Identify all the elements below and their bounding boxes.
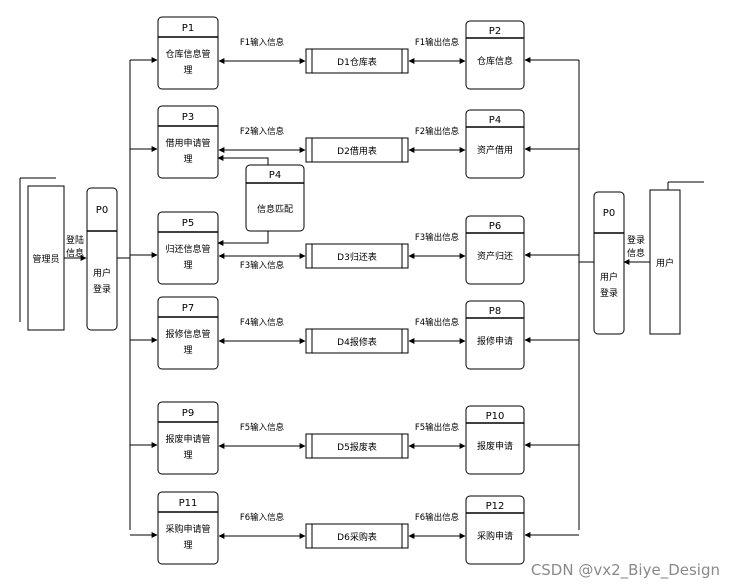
left-process-label-1: 采购申请管 [165,523,210,535]
right-trunk [578,60,594,530]
user-entity: 用户 [649,181,704,335]
input-flow-label: F4输入信息 [240,317,285,328]
right-process-id: P8 [489,306,501,317]
left-process-label-2: 理 [183,345,192,356]
left-process-id: P11 [179,498,198,509]
right-process-label: 报修申请 [477,335,513,347]
match-process-id: P4 [269,170,281,181]
left-process-label-1: 借用申请管 [165,137,210,149]
right-process: P2 仓库信息 [465,20,525,90]
right-login-id: P0 [603,208,615,219]
input-flow-label: F2输入信息 [240,126,285,137]
user-login-flow-label-1: 登录 [627,235,645,246]
right-process: P6 资产归还 [465,215,525,285]
user-login-flow-label-2: 信息 [627,247,645,259]
left-process-label-2: 理 [183,65,192,76]
right-process-id: P10 [486,411,505,422]
output-flow-label: F5输出信息 [415,422,460,433]
left-process-id: P7 [182,303,194,314]
left-process-id: P1 [182,23,194,34]
left-login-line1: 用户 [93,267,111,279]
right-login-line1: 用户 [600,271,618,283]
right-process-label: 资产借用 [477,144,513,156]
data-store-label: D6采购表 [337,531,377,543]
left-process-label-1: 归还信息管 [165,243,210,255]
data-store-label: D4报修表 [337,336,377,348]
right-process-id: P4 [489,115,501,126]
data-store: D5报废表 [305,433,409,459]
admin-login-flow-label-1: 登陆 [66,234,84,246]
data-store: D3归还表 [305,243,409,269]
output-flow-label: F4输出信息 [415,317,460,328]
right-process-label: 采购申请 [477,530,513,542]
left-process-label-1: 仓库信息管 [165,48,210,60]
left-trunk [117,60,131,530]
data-store: D1仓库表 [305,48,409,74]
right-process: P8 报修申请 [465,300,525,370]
left-login-id: P0 [96,205,108,216]
right-process: P10 报废申请 [465,405,525,475]
data-store: D2借用表 [305,137,409,163]
left-process-label-2: 理 [183,450,192,461]
data-store: D4报修表 [305,328,409,354]
data-store-label: D2借用表 [337,145,377,157]
admin-login-flow: 登陆 信息 [64,234,87,261]
right-login-line2: 登录 [600,288,618,299]
admin-entity: 管理员 [19,177,65,331]
data-store-label: D3归还表 [337,251,377,263]
output-flow-label: F6输出信息 [415,512,460,523]
left-process-label-2: 理 [183,540,192,551]
right-process-id: P2 [489,26,501,37]
left-process-id: P9 [182,408,194,419]
match-process: P4 信息匹配 [217,155,305,246]
admin-label: 管理员 [32,253,59,265]
right-process-id: P6 [489,221,501,232]
input-flow-label: F1输入信息 [240,37,285,48]
right-process-label: 报废申请 [477,440,513,452]
input-flow-label: F3输入信息 [240,260,285,271]
left-process-label-2: 理 [183,154,192,165]
left-process-id: P5 [182,218,194,229]
output-flow-label: F3输出信息 [415,232,460,243]
data-store: D6采购表 [305,523,409,549]
left-process-id: P3 [182,112,194,123]
left-login-line2: 登录 [93,284,111,295]
input-flow-label: F6输入信息 [240,512,285,523]
data-store-label: D5报废表 [337,441,377,453]
right-process: P4 资产借用 [465,109,525,179]
user-label: 用户 [656,257,674,269]
output-flow-label: F2输出信息 [415,126,460,137]
right-process-label: 资产归还 [477,250,513,262]
left-process-label-2: 理 [183,260,192,271]
right-process: P12 采购申请 [465,495,525,565]
left-process-label-1: 报修信息管 [165,328,210,340]
right-process-id: P12 [486,501,505,512]
left-login-process: P0 用户 登录 [86,187,118,331]
data-store-label: D1仓库表 [337,56,377,68]
right-login-process: P0 用户 登录 [593,191,625,335]
admin-login-flow-label-2: 信息 [66,247,84,259]
right-process-label: 仓库信息 [477,55,513,67]
output-flow-label: F1输出信息 [415,37,460,48]
left-process-label-1: 报废申请管 [165,433,210,445]
watermark: CSDN @vx2_Biye_Design [531,561,720,580]
match-process-label: 信息匹配 [257,203,293,215]
input-flow-label: F5输入信息 [240,422,285,433]
user-login-flow: 登录 信息 [623,235,650,265]
